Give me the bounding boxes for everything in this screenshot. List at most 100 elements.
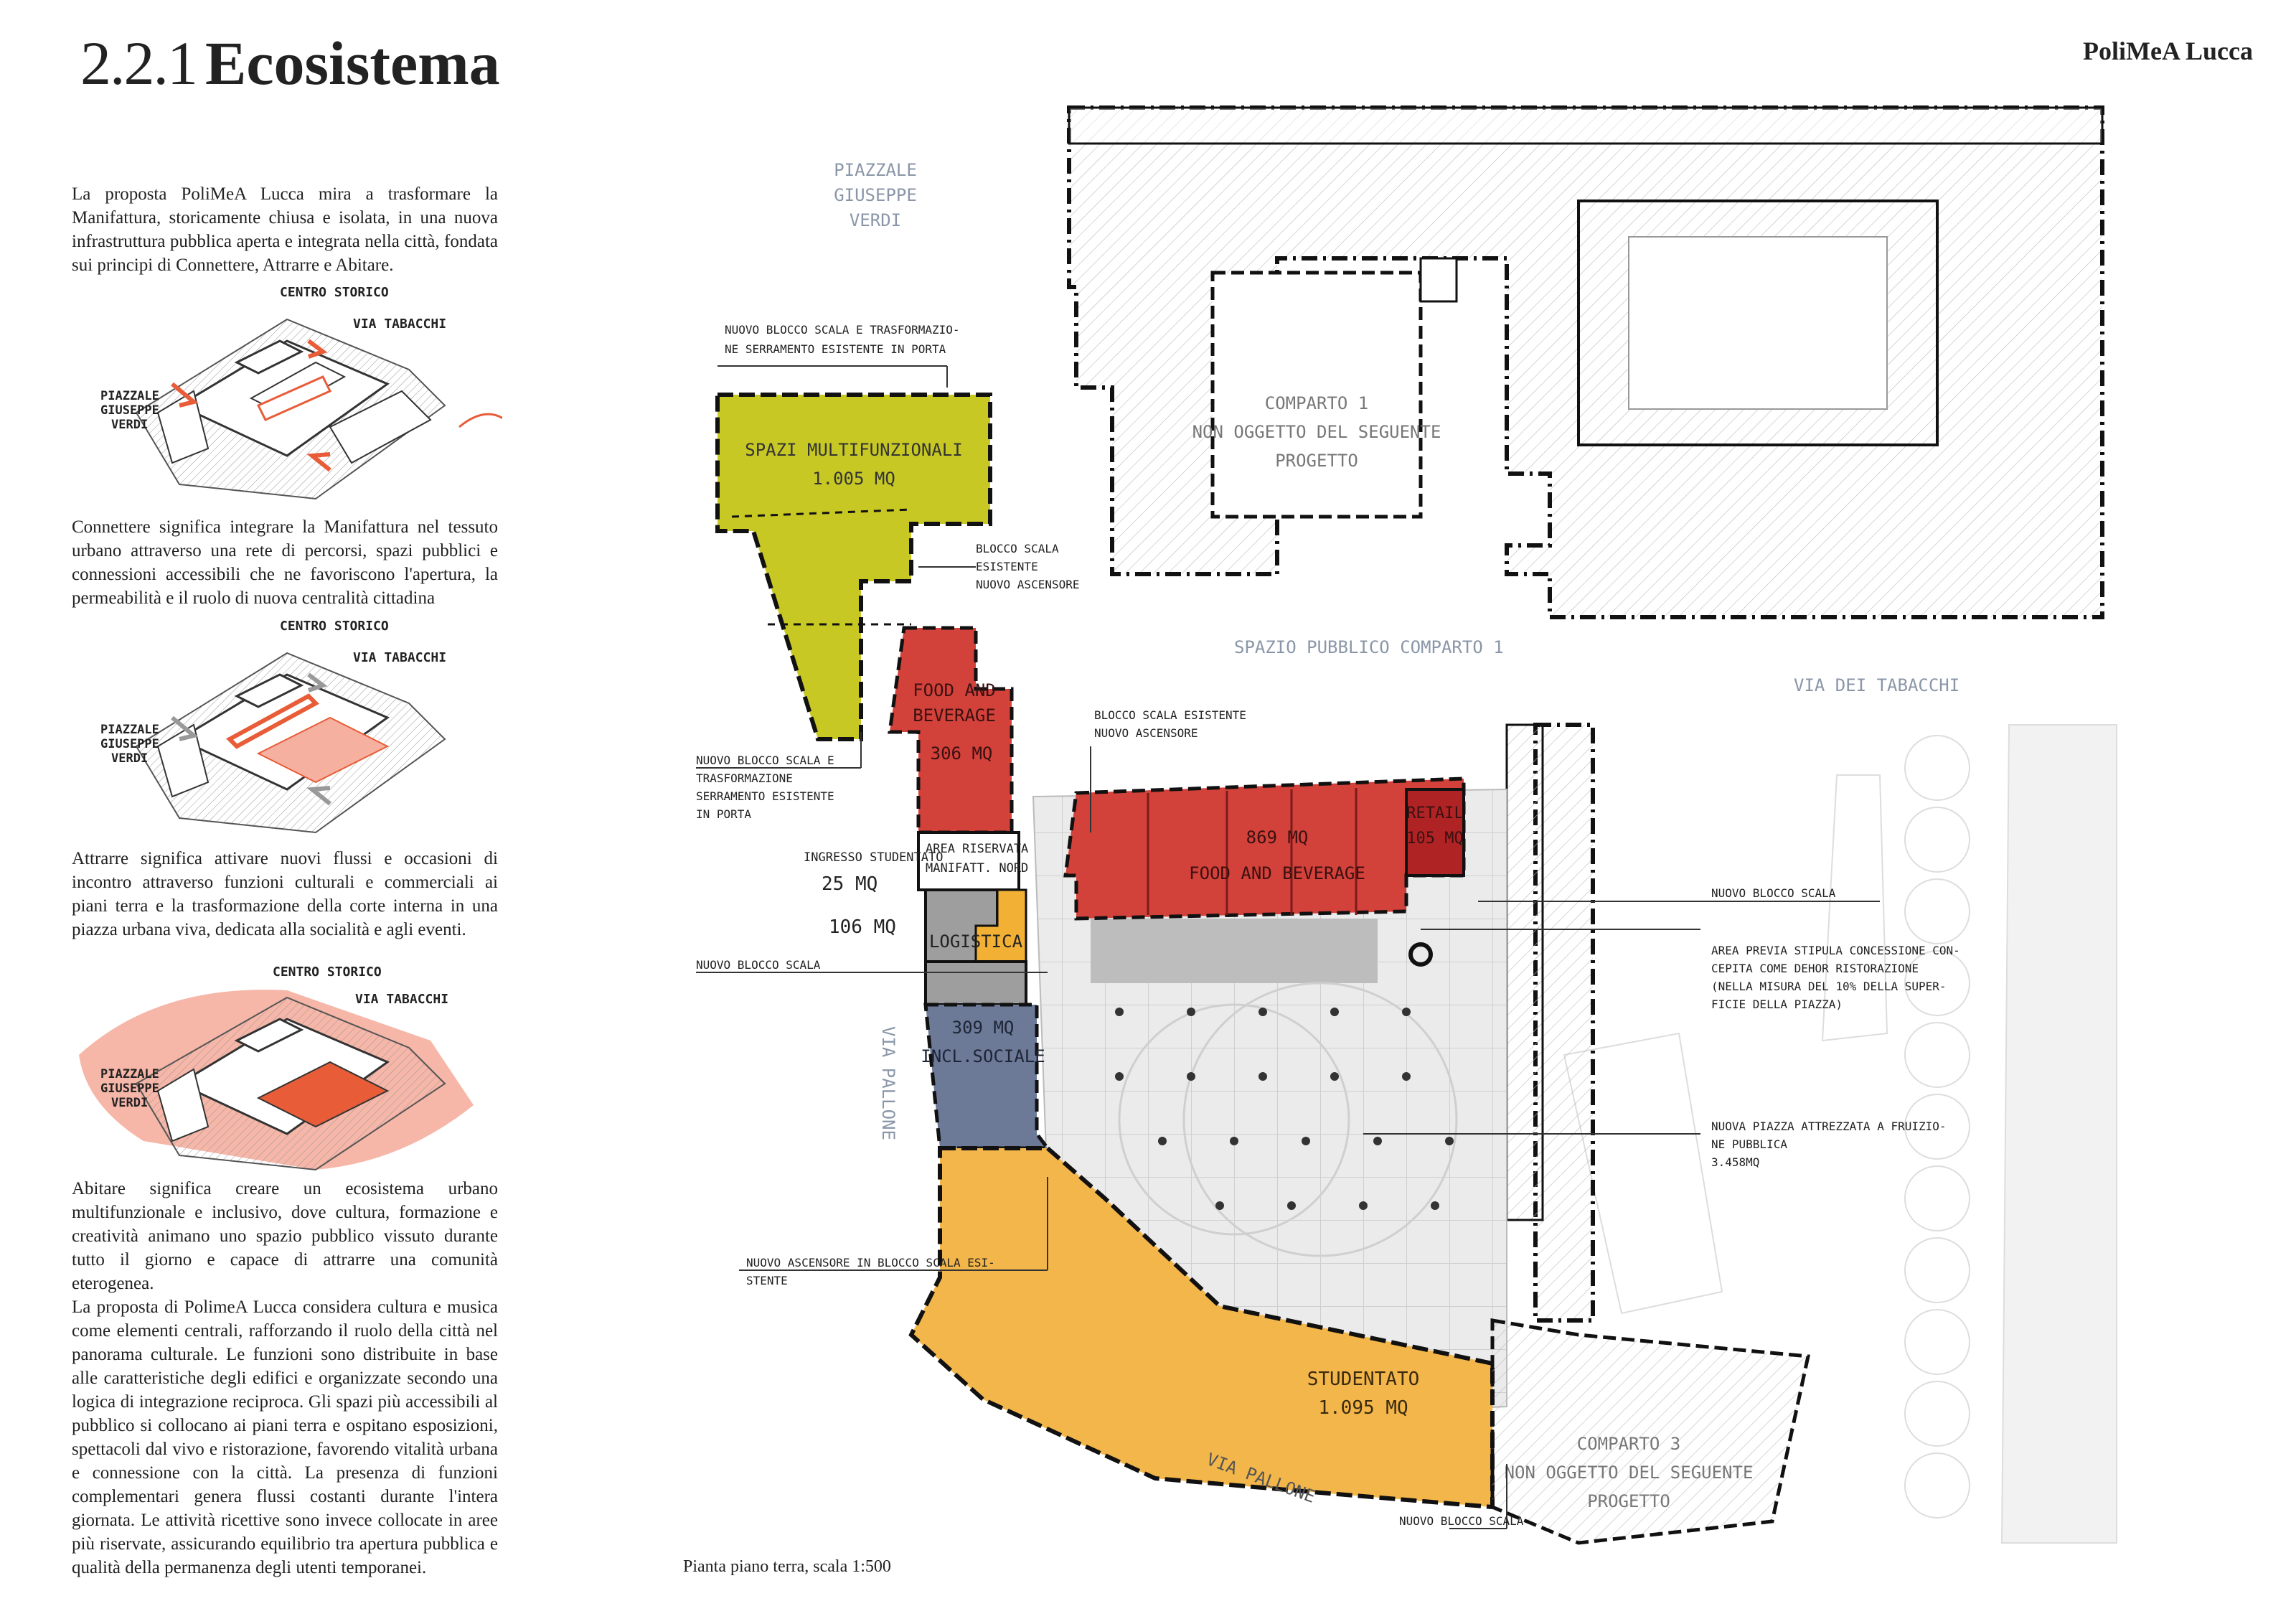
label-piazzale-2: GIUSEPPE	[834, 185, 917, 205]
annotation-3-line-1: BLOCCO SCALA ESISTENTE	[1094, 708, 1246, 722]
comparto-3-building	[1490, 1318, 1811, 1545]
label-piazzale-1: PIAZZALE	[100, 723, 159, 737]
piazza-trees	[1115, 1008, 1454, 1210]
context-building-east	[2000, 724, 2117, 1544]
zone-retail-label: RETAIL	[1406, 804, 1463, 822]
logistica-label: LOGISTICA	[929, 931, 1023, 952]
leader-lines	[696, 365, 1880, 1529]
comparto-3-label-2: NON OGGETTO DEL SEGUENTE	[1505, 1463, 1754, 1483]
label-via-tabacchi: VIA TABACCHI	[355, 992, 448, 1007]
annotation-4-line-1: NUOVO BLOCCO SCALA E	[696, 754, 834, 767]
label-via-pallone-vertical: VIA PALLONE	[878, 1026, 898, 1140]
zone-riservata-label-1: AREA RISERVATA	[926, 842, 1028, 856]
label-centro-storico: CENTRO STORICO	[273, 964, 382, 980]
label-via-tabacchi: VIA DEI TABACCHI	[1794, 675, 1959, 695]
connettere-paragraph: Connettere significa integrare la Manifa…	[72, 517, 498, 608]
annotation-2-line-3: NUOVO ASCENSORE	[976, 578, 1080, 591]
section-number: 2.2.1	[80, 29, 198, 98]
sociale-label: INCL.SOCIALE	[921, 1046, 1045, 1066]
annotation-6: NUOVO BLOCCO SCALA	[1711, 886, 1836, 900]
ingresso-area: 25 MQ	[822, 873, 878, 895]
annotation-9-line-2: STENTE	[746, 1274, 788, 1287]
zone-riservata-label-2: MANIFATT. NORD	[926, 861, 1028, 876]
zone-food-small-area: 306 MQ	[931, 743, 993, 764]
tree-row	[1904, 735, 1970, 1519]
zone-food-small-label-1: FOOD AND	[913, 680, 996, 700]
label-piazzale-1: PIAZZALE	[100, 1067, 159, 1081]
annotation-8-line-1: NUOVA PIAZZA ATTREZZATA A FRUIZIO-	[1711, 1120, 1947, 1133]
label-piazzale-3: VERDI	[111, 751, 148, 766]
stair	[1419, 257, 1458, 303]
zone-food-beverage-big	[1063, 776, 1466, 921]
label-spazio-pubblico: SPAZIO PUBBLICO COMPARTO 1	[1234, 637, 1504, 657]
courtyard-void	[1628, 236, 1888, 410]
zone-logistica	[924, 960, 1027, 1006]
label-piazzale-2: GIUSEPPE	[100, 403, 159, 418]
annotation-9-line-1: NUOVO ASCENSORE IN BLOCCO SCALA ESI-	[746, 1256, 995, 1269]
inner-courtyard	[1577, 200, 1939, 446]
label-piazzale-1: PIAZZALE	[834, 160, 917, 180]
label-centro-storico: CENTRO STORICO	[280, 619, 389, 634]
building-north	[1067, 105, 2104, 619]
attrarre-paragraph: Attrarre significa attivare nuovi flussi…	[72, 849, 498, 939]
annotation-7-line-1: AREA PREVIA STIPULA CONCESSIONE CON-	[1711, 944, 1960, 957]
annotation-8-line-2: NE PUBBLICA	[1711, 1137, 1787, 1151]
building-north-strip	[1068, 106, 2104, 145]
annotation-8-line-3: 3.458MQ	[1711, 1155, 1759, 1169]
piazza-circle-path	[1118, 982, 1458, 1257]
comparto-1-label-3: PROGETTO	[1275, 451, 1358, 471]
label-piazzale-2: GIUSEPPE	[100, 1081, 159, 1096]
context-building	[1563, 1032, 1723, 1315]
zone-multi-area: 1.005 MQ	[812, 469, 895, 489]
zone-multi-label: SPAZI MULTIFUNZIONALI	[745, 440, 962, 460]
annotation-1-line-1: NUOVO BLOCCO SCALA E TRASFORMAZIO-	[725, 323, 960, 337]
zone-food-big-area: 869 MQ	[1246, 827, 1309, 848]
label-piazzale-3: VERDI	[111, 1096, 148, 1110]
annotation-7-line-3: (NELLA MISURA DEL 10% DELLA SUPER-	[1711, 980, 1947, 993]
comparto-3-label-1: COMPARTO 3	[1577, 1434, 1681, 1454]
dehor-area	[1091, 919, 1378, 983]
zone-retail	[1405, 788, 1465, 877]
building-east-wing-inner	[1505, 723, 1544, 1221]
annotation-4-line-2: TRASFORMAZIONE	[696, 771, 793, 785]
axonometric-diagram-abitare: CENTRO STORICO VIA TABACCHI PIAZZALE GIU…	[79, 964, 474, 1171]
studentato-area: 1.095 MQ	[1318, 1397, 1408, 1419]
annotation-2-line-1: BLOCCO SCALA	[976, 542, 1059, 555]
label-via-tabacchi: VIA TABACCHI	[353, 316, 446, 332]
abitare-paragraph: Abitare significa creare un ecosistema u…	[72, 1179, 498, 1293]
zone-area-riservata	[917, 831, 1020, 891]
intro-paragraph: La proposta PoliMeA Lucca mira a trasfor…	[72, 184, 498, 275]
annotation-7-line-4: FICIE DELLA PIAZZA)	[1711, 998, 1843, 1011]
building-east-wing	[1533, 723, 1595, 1323]
annotation-7-line-2: CEPITA COME DEHOR RISTORAZIONE	[1711, 962, 1919, 975]
comparto-1-label-2: NON OGGETTO DEL SEGUENTE	[1192, 422, 1441, 442]
plan-caption: Pianta piano terra, scala 1:500	[683, 1557, 891, 1576]
zone-food-small-label-2: BEVERAGE	[913, 705, 996, 726]
label-via-tabacchi: VIA TABACCHI	[353, 650, 446, 665]
logistica-area: 106 MQ	[829, 916, 896, 938]
label-piazzale-3: VERDI	[850, 210, 901, 230]
annotation-4-line-3: SERRAMENTO ESISTENTE	[696, 789, 834, 803]
label-piazzale-3: VERDI	[111, 418, 148, 432]
axonometric-diagram-attrarre: CENTRO STORICO VIA TABACCHI PIAZZALE GIU…	[100, 619, 446, 834]
context-building	[1821, 774, 1888, 1042]
label-piazzale-1: PIAZZALE	[100, 389, 159, 403]
annotation-1-line-2: NE SERRAMENTO ESISTENTE IN PORTA	[725, 342, 946, 356]
comparto-1-building	[1210, 271, 1423, 519]
comparto-1-label-1: COMPARTO 1	[1265, 393, 1369, 413]
fountain-icon	[1408, 942, 1433, 967]
axonometric-diagram-connettere: CENTRO STORICO VIA TABACCHI PIAZZALE GIU…	[100, 285, 502, 500]
annotation-2-line-2: ESISTENTE	[976, 560, 1038, 573]
zone-spazi-multifunzionali	[715, 393, 992, 741]
annotation-5: NUOVO BLOCCO SCALA	[696, 958, 821, 972]
food-partitions	[1147, 788, 1358, 915]
zone-inclusione-sociale	[923, 1003, 1051, 1150]
studentato-label: STUDENTATO	[1307, 1369, 1420, 1390]
label-piazzale-2: GIUSEPPE	[100, 737, 159, 751]
label-centro-storico: CENTRO STORICO	[280, 285, 389, 300]
zone-retail-area: 105 MQ	[1406, 830, 1463, 848]
sociale-area: 309 MQ	[952, 1018, 1015, 1038]
zone-studentato	[908, 1146, 1495, 1510]
annotation-4-line-4: IN PORTA	[696, 807, 751, 821]
